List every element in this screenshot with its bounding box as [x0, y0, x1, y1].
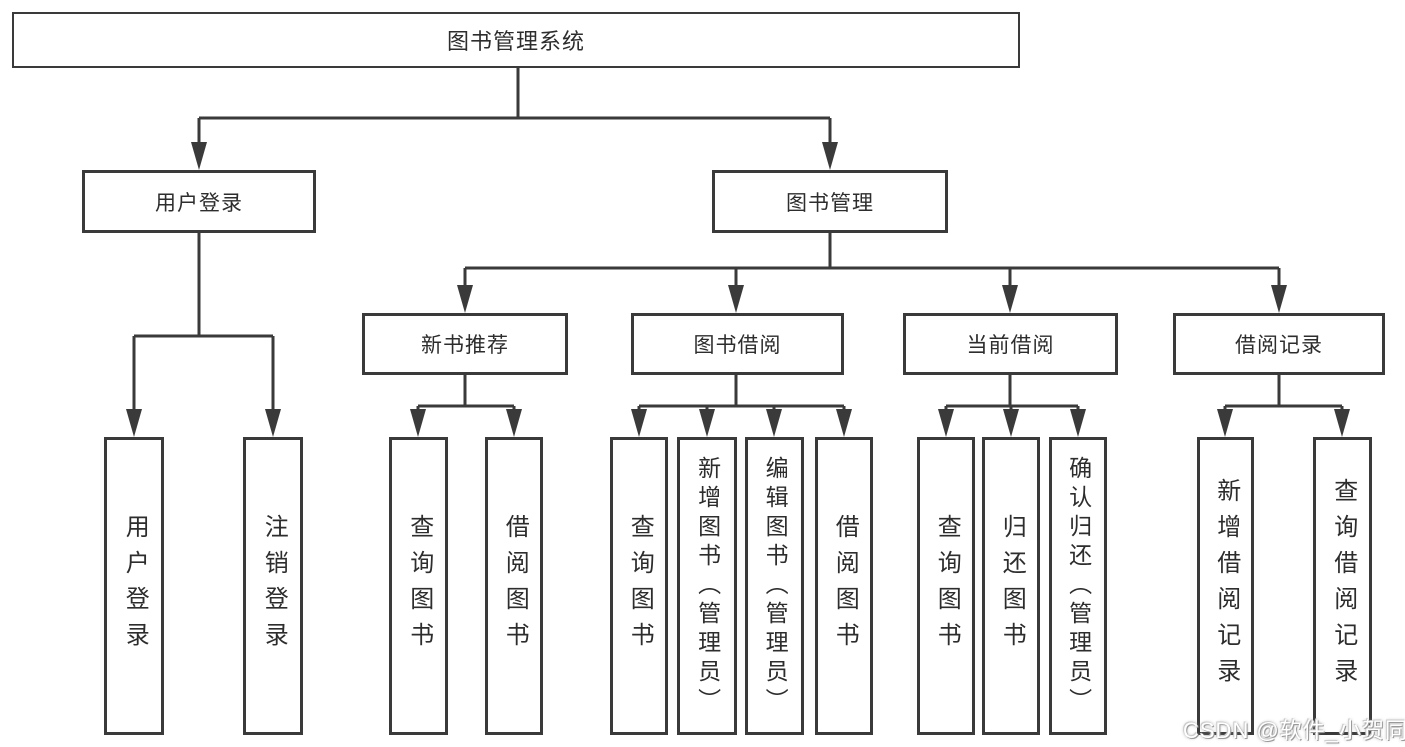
leaf-confirm-return-admin: 确认归还（管理员）: [1049, 437, 1107, 735]
node-label: 编辑图书（管理员）: [762, 455, 789, 717]
leaf-rec-query-books: 查询图书: [389, 437, 448, 735]
csdn-watermark: CSDN @软件_小贺同学: [1183, 718, 1405, 743]
leaf-current-query-books: 查询图书: [917, 437, 975, 735]
node-current-borrowing: 当前借阅: [903, 313, 1118, 375]
node-label: 归还图书: [998, 514, 1026, 658]
leaf-query-borrow-record: 查询借阅记录: [1313, 437, 1372, 735]
leaf-add-borrow-record: 新增借阅记录: [1197, 437, 1254, 735]
connector-borrow-record-children: [1217, 375, 1350, 437]
connector-book-borrow-children: [631, 375, 852, 437]
leaf-return-books: 归还图书: [982, 437, 1040, 735]
node-label: 查询图书: [405, 514, 433, 658]
node-label: 查询图书: [626, 514, 654, 658]
connector-new-book-rec-children: [410, 375, 522, 437]
node-label: 借阅记录: [1235, 334, 1323, 357]
node-user-login: 用户登录: [82, 170, 316, 233]
node-label: 注销登录: [260, 514, 288, 658]
node-label: 图书管理系统: [446, 29, 585, 54]
node-borrowing-records: 借阅记录: [1173, 313, 1385, 375]
leaf-rec-borrow-books: 借阅图书: [485, 437, 543, 735]
node-new-book-recommendation: 新书推荐: [362, 313, 568, 375]
node-label: 图书借阅: [693, 334, 782, 357]
leaf-user-login: 用户登录: [104, 437, 164, 735]
node-label: 确认归还（管理员）: [1065, 455, 1092, 717]
node-book-management: 图书管理: [712, 170, 948, 233]
node-label: 借阅图书: [501, 514, 529, 658]
node-label: 查询借阅记录: [1329, 478, 1357, 694]
node-label: 新书推荐: [421, 334, 509, 357]
leaf-borrow-query-books: 查询图书: [610, 437, 668, 735]
connector-book-mgmt-children: [457, 233, 1287, 313]
node-label: 当前借阅: [966, 334, 1055, 357]
node-label: 用户登录: [155, 191, 243, 215]
node-book-borrowing: 图书借阅: [631, 313, 844, 375]
node-label: 新增图书（管理员）: [694, 455, 721, 717]
connector-root-to-level2: [191, 68, 838, 170]
connector-user-login-children: [126, 233, 281, 437]
leaf-edit-books-admin: 编辑图书（管理员）: [745, 437, 804, 735]
leaf-add-books-admin: 新增图书（管理员）: [677, 437, 737, 735]
connector-current-borrow-children: [938, 375, 1086, 437]
node-label: 新增借阅记录: [1212, 478, 1240, 694]
node-label: 查询图书: [933, 514, 961, 658]
node-label: 用户登录: [121, 514, 149, 658]
node-library-management-system: 图书管理系统: [12, 12, 1020, 68]
node-label: 图书管理: [786, 191, 874, 215]
leaf-borrow-books: 借阅图书: [815, 437, 873, 735]
leaf-logout: 注销登录: [243, 437, 303, 735]
node-label: 借阅图书: [831, 514, 859, 658]
